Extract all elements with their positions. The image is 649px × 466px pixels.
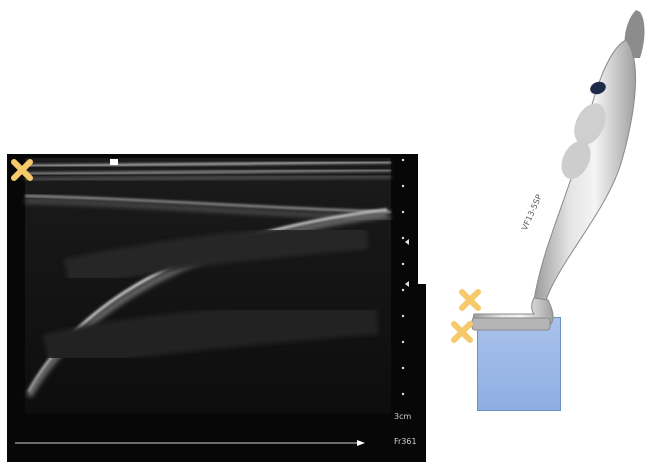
transducer-probe: VF13-5SP (450, 0, 649, 466)
timeline-arrow-icon (357, 440, 365, 446)
transducer-probe-icon (450, 0, 649, 466)
orientation-marker-icon (10, 158, 34, 182)
depth-scale (402, 159, 409, 395)
cross-marker-icon (450, 320, 474, 344)
ultrasound-scan-graphic (7, 154, 426, 462)
scan-marker-square (110, 159, 118, 165)
frame-label: Fr361 (394, 437, 417, 446)
depth-label: 3cm (394, 412, 411, 421)
ultrasound-image: 3cm Fr361 (7, 154, 426, 462)
cross-marker-icon (458, 288, 482, 312)
